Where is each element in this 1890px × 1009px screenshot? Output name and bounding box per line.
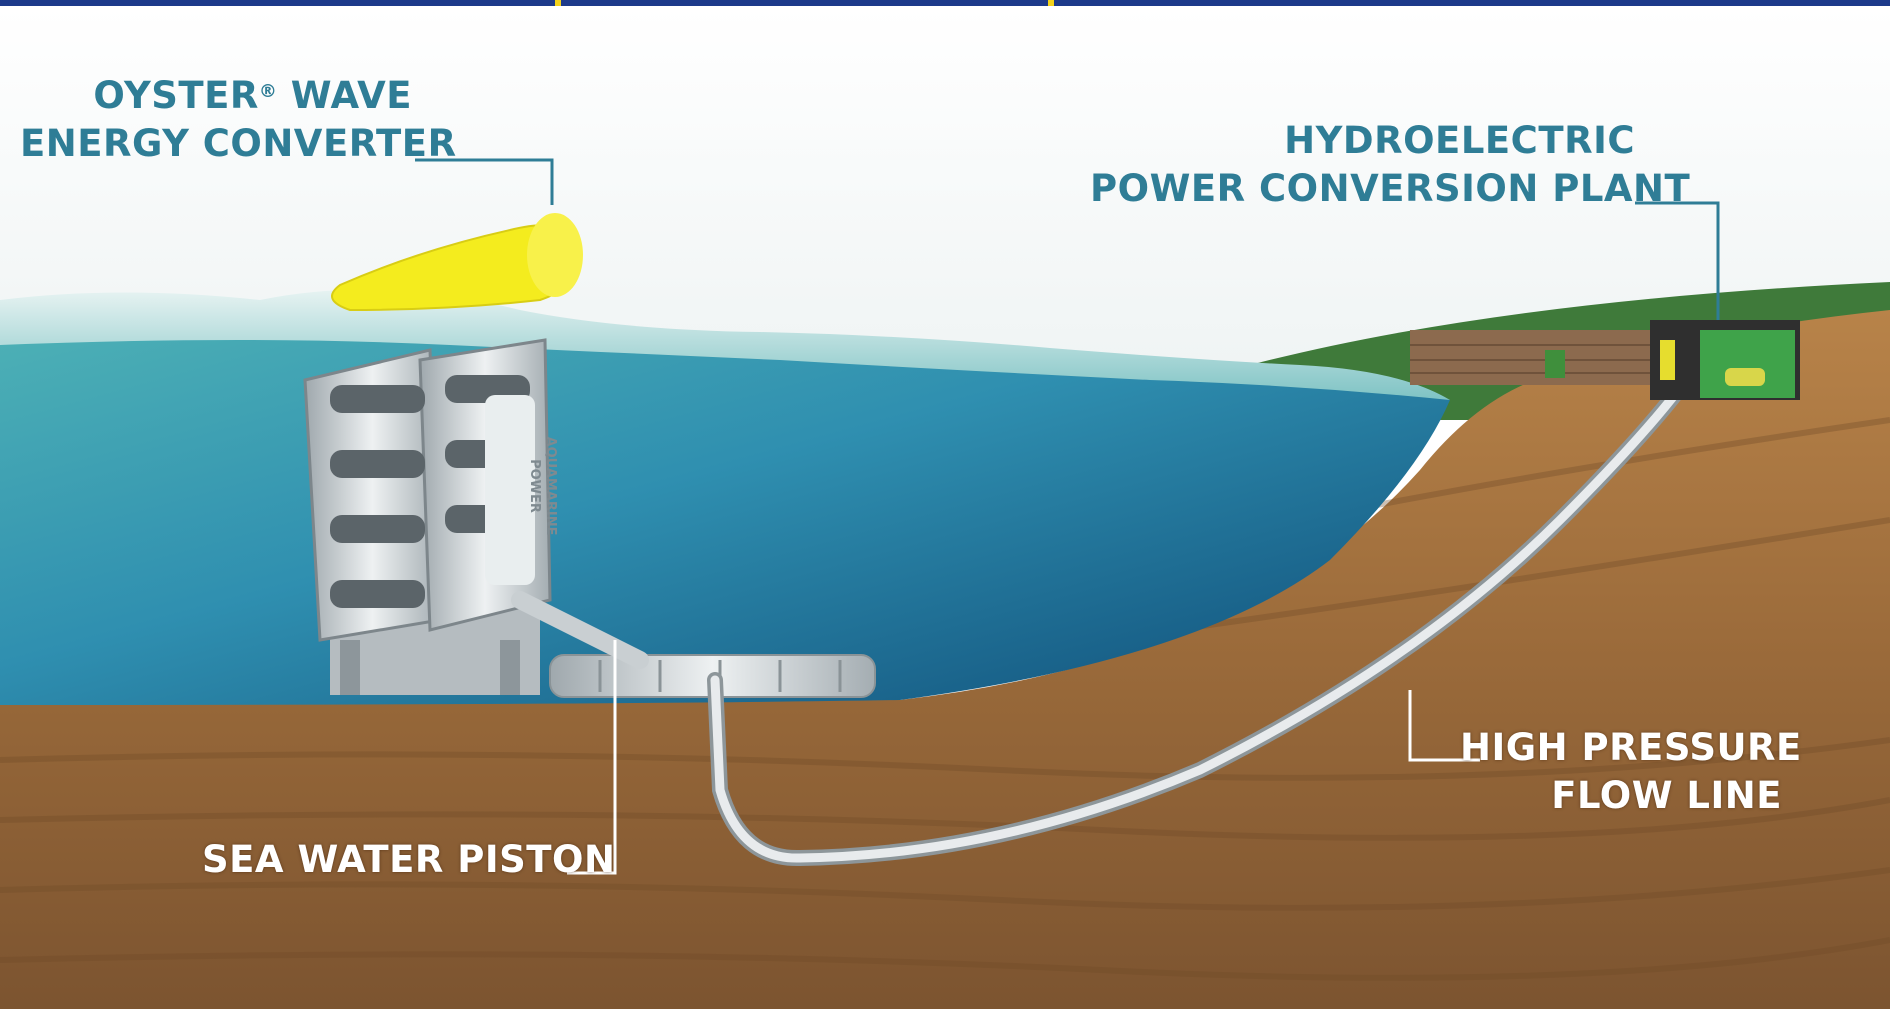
device-brand-line1: AQUAMARINE [543, 436, 558, 536]
device-brand-line2: POWER [527, 459, 542, 513]
top-marker-left [555, 0, 561, 8]
flow-line-pipe [710, 383, 1685, 863]
leader-lines-blue [415, 158, 1720, 320]
label-oyster-line1: OYSTER® WAVE [93, 74, 412, 117]
seabed [0, 310, 1890, 1009]
label-hydro-line2: POWER CONVERSION PLANT [1090, 167, 1691, 210]
label-sea-water-piston: SEA WATER PISTON [202, 836, 615, 884]
oyster-flap-end [527, 213, 583, 297]
power-plant-building [1410, 320, 1800, 400]
label-oyster: OYSTER® WAVE ENERGY CONVERTER [20, 72, 457, 168]
wave-foam [0, 289, 1450, 400]
label-piston-line1: SEA WATER PISTON [202, 838, 616, 881]
label-oyster-line2: ENERGY CONVERTER [20, 122, 457, 165]
label-flow-line1: HIGH PRESSURE [1460, 726, 1802, 769]
label-hydro-line1: HYDROELECTRIC [1284, 119, 1635, 162]
top-marker-right [1048, 0, 1054, 8]
device-brand-text: AQUAMARINE POWER [526, 396, 558, 576]
leader-lines-white [567, 640, 1480, 875]
label-hydro-plant: HYDROELECTRIC POWER CONVERSION PLANT [1090, 117, 1691, 213]
label-flow-line: HIGH PRESSURE FLOW LINE [1460, 724, 1802, 820]
top-border [0, 0, 1890, 8]
label-flow-line2: FLOW LINE [1551, 774, 1782, 817]
oyster-device [303, 338, 552, 695]
